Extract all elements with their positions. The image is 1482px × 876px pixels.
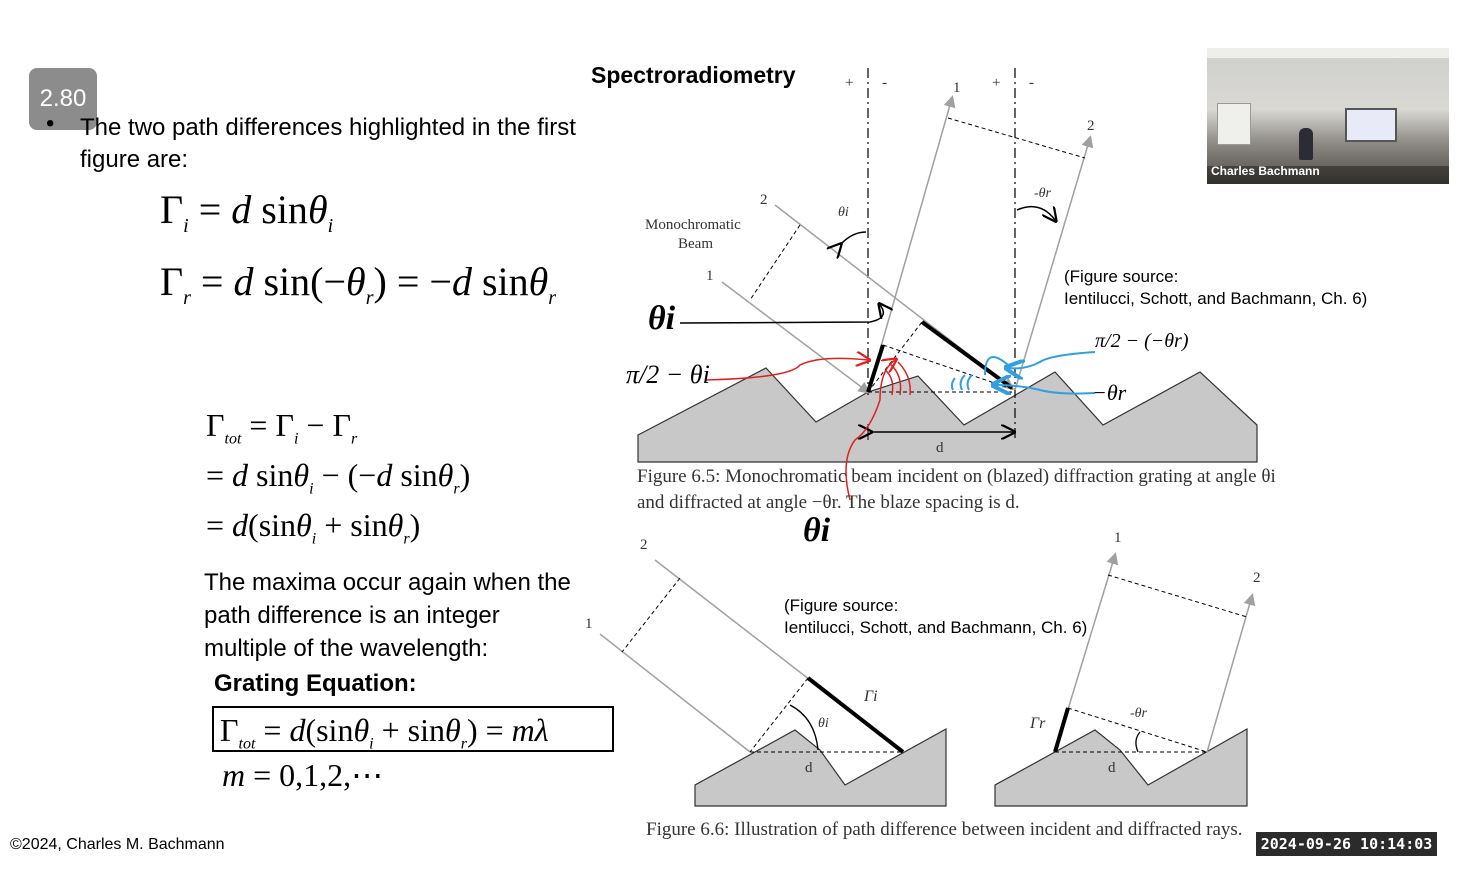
- fig1-ray-2-top: 2: [1087, 118, 1095, 134]
- presenter-name: Charles Bachmann: [1211, 164, 1320, 178]
- gamma-i-segment: [920, 320, 1014, 390]
- bullet-text: The two path differences highlighted in …: [80, 114, 576, 173]
- fig1-ray-1-left: 1: [706, 268, 714, 284]
- annotation-pi2-minus-neg-theta-r: π/2 − (−θr): [1095, 330, 1189, 352]
- theta-i-pointer: [679, 305, 883, 324]
- theta-i-arc: [840, 231, 867, 245]
- fig1-d-label: d: [936, 440, 944, 456]
- fig2-source-line2: Ientilucci, Schott, and Bachmann, Ch. 6): [784, 618, 1088, 637]
- fig2-d-left: d: [805, 760, 813, 776]
- whiteboard-left: [1217, 103, 1251, 145]
- video-ceiling: [1207, 48, 1449, 58]
- slide-number-badge: 2.80: [29, 68, 97, 130]
- fig2-ray-2-right: 2: [1253, 570, 1261, 586]
- equation-tot-step3: = d(sinθi + sinθr): [206, 507, 421, 548]
- fig1-minus-right: -: [1029, 75, 1034, 91]
- fig2-source-line1: (Figure source:: [784, 596, 899, 615]
- fig1-ray-2-left: 2: [760, 192, 768, 208]
- presenter-video[interactable]: Charles Bachmann: [1207, 48, 1449, 184]
- annotation-pi2-minus-theta-i: π/2 − θi: [626, 360, 710, 389]
- figure-6-5-caption-line2: and diffracted at angle −θr. The blaze s…: [637, 492, 1020, 513]
- fig6-6-incident-ray-1: [599, 633, 751, 753]
- wavefront-diffracted: [947, 117, 1086, 159]
- fig2-theta-i-label: θi: [818, 716, 829, 731]
- copyright: ©2024, Charles M. Bachmann: [10, 836, 225, 853]
- fig2-gamma-i-label: Γi: [864, 688, 878, 705]
- diffracted-ray-2: [1014, 135, 1094, 391]
- grating-fig6-6-left: [694, 727, 947, 807]
- red-pointer-1: [704, 358, 868, 381]
- figure-6-6-caption: Figure 6.6: Illustration of path differe…: [646, 819, 1243, 840]
- grating-profile: [637, 367, 1258, 463]
- grating-fig6-6-right: [994, 727, 1248, 807]
- recording-timestamp: 2024-09-26 10:14:03: [1256, 832, 1437, 856]
- diffracted-ray-1: [867, 95, 956, 393]
- red-pointer-2: [845, 360, 895, 501]
- fig6-6-gamma-r-segment: [1053, 707, 1070, 753]
- neg-theta-r-arc: [1016, 207, 1055, 220]
- fig1-minus-left: -: [882, 75, 887, 91]
- fig1-neg-theta-r-small: -θr: [1034, 186, 1051, 201]
- fig2-ray-1-right: 1: [1114, 530, 1122, 546]
- annotation-theta-i: θi: [648, 300, 676, 337]
- fig2-neg-theta-r-label: -θr: [1130, 706, 1147, 721]
- maxima-text: The maxima occur again when the path dif…: [204, 569, 571, 662]
- video-name-strip: [1207, 166, 1449, 184]
- grating-equation-title: Grating Equation:: [214, 670, 417, 697]
- annotation-theta-i-bottom: θi: [803, 512, 831, 549]
- fig6-6-gamma-i-segment: [806, 676, 905, 754]
- fig2-d-right: d: [1108, 760, 1116, 776]
- grating-equation-box: Γtot = d(sinθi + sinθr) = mλ: [212, 706, 614, 752]
- beam-label-line2: Beam: [678, 236, 713, 252]
- fig2-gamma-r-label: Γr: [1030, 715, 1046, 732]
- blue-pointer-2: [995, 385, 1096, 394]
- fig2-ray-2-left: 2: [640, 537, 648, 553]
- figure-6-5-caption-line1: Figure 6.5: Monochromatic beam incident …: [637, 466, 1276, 487]
- fig6-6-diffracted-ray-2: [1206, 593, 1256, 753]
- fig1-source-line2: Ientilucci, Schott, and Bachmann, Ch. 6): [1064, 289, 1368, 308]
- fig1-source-line1: (Figure source:: [1064, 267, 1179, 286]
- blue-pointer-1: [1008, 351, 1096, 368]
- equation-gamma-r: Γr = d sin(−θr) = −d sinθr: [160, 259, 557, 309]
- fig2-ray-1-left: 1: [585, 616, 593, 632]
- fig1-ray-1-top: 1: [953, 80, 961, 96]
- equation-gamma-tot: Γtot = Γi − Γr: [206, 407, 358, 448]
- fig1-theta-i-small: θi: [838, 205, 849, 220]
- incident-ray-1: [721, 281, 871, 394]
- equation-m-values: m = 0,1,2,⋯: [222, 757, 384, 793]
- fig1-plus-right: +: [992, 75, 1001, 91]
- wavefront-incident: [749, 224, 801, 301]
- slide-title: Spectroradiometry: [591, 62, 796, 88]
- annotation-neg-theta-r: −θr: [1092, 380, 1127, 405]
- equation-gamma-i: Γi = d sinθi: [160, 187, 334, 237]
- bullet-dot: •: [46, 110, 55, 137]
- beam-label-line1: Monochromatic: [645, 217, 741, 233]
- projection-screen: [1345, 108, 1397, 142]
- presenter-figure: [1299, 128, 1313, 160]
- equation-tot-step2: = d sinθi − (−d sinθr): [206, 457, 471, 498]
- fig1-plus-left: +: [845, 75, 854, 91]
- gamma-r-segment: [866, 344, 885, 393]
